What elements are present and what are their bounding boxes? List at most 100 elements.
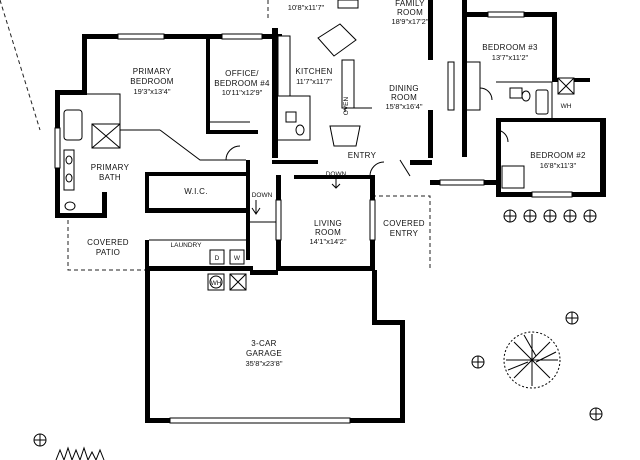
- shrubs-row: [503, 209, 597, 223]
- landscaping: [33, 209, 603, 460]
- tree-large: [503, 331, 561, 389]
- office-name2: BEDROOM #4: [214, 79, 270, 88]
- wall-wic-right: [246, 160, 250, 260]
- down-arrow-left: [251, 200, 261, 215]
- kitchen-island: [317, 23, 357, 57]
- shower-bed2: [501, 165, 525, 189]
- windows: [54, 11, 573, 424]
- door-entry: [369, 161, 385, 177]
- grass-tufts: [55, 446, 105, 460]
- shrub-small-3: [589, 407, 603, 421]
- living-name1: LIVING: [314, 219, 342, 228]
- wall-bed3-left: [462, 12, 467, 157]
- living-name2: ROOM: [315, 228, 341, 237]
- dining-name2: ROOM: [391, 93, 417, 102]
- wall-living-top: [294, 175, 374, 179]
- door-bed2: [495, 129, 509, 143]
- wall-office-bottom: [206, 130, 258, 134]
- dashed-line-left: [0, 0, 41, 131]
- water-heater: [209, 275, 223, 289]
- wall-primary-left: [82, 34, 87, 94]
- wall-entry-top: [272, 160, 318, 164]
- dryer: [209, 249, 225, 265]
- partition-powder: [278, 95, 311, 141]
- laundry-name: LAUNDRY: [171, 242, 203, 249]
- sink-1: [65, 155, 73, 165]
- garage-name1: 3-CAR: [251, 339, 277, 348]
- shrub-small-1: [565, 311, 579, 325]
- primary-bath-name1: PRIMARY: [91, 163, 130, 172]
- partitions: [87, 61, 553, 241]
- window-bed2: [531, 191, 573, 198]
- wall-bed3-stub: [462, 0, 467, 12]
- wic-name: W.I.C.: [184, 187, 208, 196]
- down-label-top: DOWN: [326, 171, 347, 178]
- door-office: [225, 145, 241, 161]
- tub-bath2: [535, 89, 549, 115]
- family-room-name2: ROOM: [397, 8, 423, 17]
- wh-garage-label: WH: [211, 280, 222, 287]
- wall-laundry-bottom: [145, 266, 253, 271]
- range-hood: [337, 0, 359, 9]
- wall-bath-step: [102, 192, 107, 218]
- labels: 10'8"x11'7" FAMILY ROOM 18'9"x17'2" PRIM…: [87, 0, 586, 368]
- primary-bath-name2: BATH: [99, 173, 121, 182]
- wall-garage-right: [400, 322, 405, 423]
- covered-entry-name2: ENTRY: [390, 229, 419, 238]
- entry-name: ENTRY: [348, 151, 377, 160]
- wall-garage-top: [250, 270, 278, 275]
- primary-bedroom-name1: PRIMARY: [133, 67, 172, 76]
- wh-bath-label: WH: [561, 103, 572, 110]
- wall-dining-right: [428, 110, 433, 158]
- down-arrow-top: [331, 178, 341, 189]
- garage-name2: GARAGE: [246, 349, 282, 358]
- wall-entry-angle: [410, 160, 432, 165]
- washer-label: W: [234, 255, 241, 262]
- oven-label: OVEN: [343, 96, 350, 115]
- wall-bed2-right: [600, 118, 606, 196]
- window-bath: [54, 127, 61, 169]
- shower-x: [91, 123, 121, 149]
- wall-primary-top: [82, 34, 282, 39]
- wall-wic-bottom: [145, 208, 250, 213]
- wall-bath-top: [55, 90, 87, 95]
- window-living-left: [275, 199, 282, 241]
- window-office: [221, 33, 263, 40]
- covered-patio-name2: PATIO: [96, 248, 120, 257]
- wall-garage-step2: [372, 270, 377, 325]
- window-primary-1: [117, 33, 165, 40]
- living-dim: 14'1"x14'2": [310, 237, 347, 246]
- primary-bedroom-name2: BEDROOM: [130, 77, 173, 86]
- shrub-small-2: [471, 355, 485, 369]
- office-name1: OFFICE/: [225, 69, 259, 78]
- covered-patio-name1: COVERED: [87, 238, 129, 247]
- bedroom3-dim: 13'7"x11'2": [492, 53, 529, 62]
- wall-garage-left: [145, 270, 150, 422]
- family-room-dim: 18'9"x17'2": [392, 17, 429, 26]
- wall-bed2-top: [496, 118, 606, 122]
- bedroom2-name: BEDROOM #2: [530, 151, 586, 160]
- wall-garage-step: [374, 320, 405, 325]
- kitchen-dim: 11'7"x11'7": [296, 77, 332, 86]
- window-hall: [439, 179, 485, 186]
- wall-bath-bottom: [55, 213, 107, 218]
- door-entry-leaf: [399, 159, 411, 177]
- partition-bath2: [496, 81, 553, 118]
- window-bed3: [487, 11, 525, 18]
- wall-laundry-left: [145, 240, 149, 270]
- down-label-left: DOWN: [252, 192, 273, 199]
- dryer-label: D: [215, 255, 220, 262]
- covered-entry-name1: COVERED: [383, 219, 425, 228]
- wall-bed2-left: [496, 122, 501, 197]
- wall-office-left: [206, 34, 210, 134]
- primary-bedroom-dim: 19'3"x13'4": [134, 87, 171, 96]
- partition-bath: [87, 93, 160, 131]
- office-dim: 10'11"x12'9": [222, 88, 263, 97]
- kitchen-counter-right: [341, 59, 355, 109]
- window-living-right: [369, 199, 376, 241]
- partial-room-dim: 10'8"x11'7": [288, 3, 325, 12]
- shrub-small-4: [33, 433, 47, 447]
- wall-kitchen-left: [272, 28, 278, 158]
- wall-family-right: [428, 0, 433, 60]
- fixtures: [63, 0, 575, 291]
